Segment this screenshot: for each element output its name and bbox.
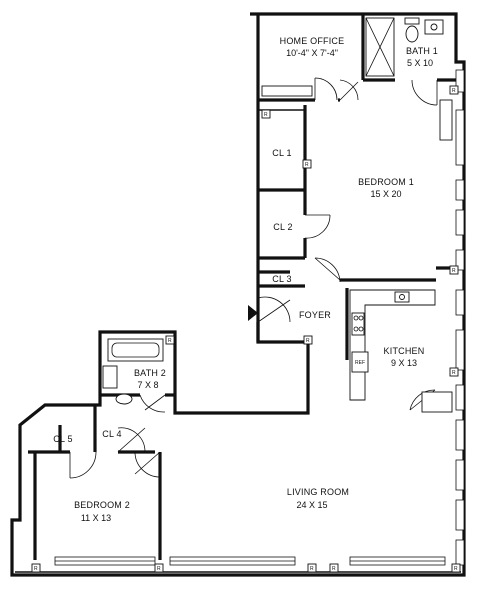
svg-text:R: R xyxy=(310,566,314,572)
wall-tag: R xyxy=(303,335,313,345)
room-home-office-name: HOME OFFICE xyxy=(280,36,345,46)
wall-tag: R xyxy=(329,563,339,573)
wall-tag: R xyxy=(261,109,271,119)
svg-text:R: R xyxy=(454,566,458,572)
room-living-room-size: 24 X 15 xyxy=(296,500,327,510)
svg-text:R: R xyxy=(452,370,456,376)
wall-tag: R xyxy=(302,159,312,169)
svg-text:R: R xyxy=(332,566,336,572)
svg-text:R: R xyxy=(34,566,38,572)
svg-text:R: R xyxy=(305,162,309,168)
room-bath-1-name: BATH 1 xyxy=(406,46,438,56)
room-kitchen-name: KITCHEN xyxy=(384,346,425,356)
wall-tag: R xyxy=(449,85,459,95)
door-swings xyxy=(69,77,438,479)
room-home-office-size: 10'-4" X 7'-4" xyxy=(286,48,338,58)
wall-tag: R xyxy=(449,367,459,377)
room-bath-2-size: 7 X 8 xyxy=(137,380,158,390)
svg-text:R: R xyxy=(157,566,161,572)
svg-text:R: R xyxy=(452,88,456,94)
svg-text:R: R xyxy=(452,268,456,274)
room-cl-4-name: CL 4 xyxy=(102,429,121,439)
room-bedroom-1-name: BEDROOM 1 xyxy=(358,177,414,187)
right-wall-windows xyxy=(455,69,465,566)
room-cl-3-name: CL 3 xyxy=(272,274,291,284)
room-bedroom-1-size: 15 X 20 xyxy=(370,189,401,199)
room-bedroom-2-name: BEDROOM 2 xyxy=(74,500,130,510)
wall-tags: R R R R R R R R R R R R xyxy=(31,85,461,573)
room-cl-1-name: CL 1 xyxy=(272,148,291,158)
entry-arrow-icon xyxy=(248,305,258,321)
room-labels: HOME OFFICE 10'-4" X 7'-4" BATH 1 5 X 10… xyxy=(53,36,438,523)
room-foyer-name: FOYER xyxy=(299,310,331,320)
interior-walls xyxy=(28,14,456,560)
svg-text:R: R xyxy=(264,112,268,118)
wall-tag: R xyxy=(449,265,459,275)
wall-tag: R xyxy=(165,335,175,345)
room-bedroom-2-size: 11 X 13 xyxy=(81,513,111,523)
room-bath-1-size: 5 X 10 xyxy=(407,58,433,68)
room-bath-2-name: BATH 2 xyxy=(134,368,166,378)
bottom-wall-windows xyxy=(54,556,446,566)
room-cl-5-name: CL 5 xyxy=(53,434,72,444)
svg-text:R: R xyxy=(168,338,172,344)
ref-label: REF xyxy=(355,360,365,366)
room-living-room-name: LIVING ROOM xyxy=(287,487,349,497)
wall-tag: R xyxy=(31,563,41,573)
wall-tag: R xyxy=(154,563,164,573)
wall-tag: R xyxy=(451,563,461,573)
room-cl-2-name: CL 2 xyxy=(273,222,292,232)
fixtures: REF xyxy=(102,17,453,413)
wall-tag: R xyxy=(307,563,317,573)
room-kitchen-size: 9 X 13 xyxy=(391,358,417,368)
svg-text:R: R xyxy=(306,338,310,344)
